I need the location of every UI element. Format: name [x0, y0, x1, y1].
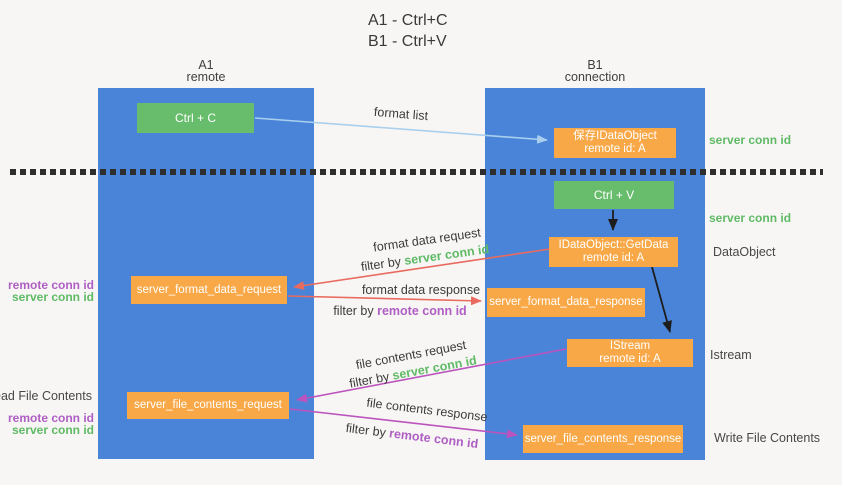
node-server-file-contents-request: server_file_contents_request [127, 392, 289, 419]
lifeline-a1-subtitle: remote [186, 70, 226, 84]
label-write-file-contents: Write File Contents [714, 431, 821, 445]
label-istream: Istream [710, 348, 752, 362]
lifeline-a1-header: A1 remote [98, 58, 314, 84]
label-server-conn-id-left-bottom: server conn id [11, 423, 94, 437]
node-ctrl-v: Ctrl + V [554, 181, 674, 209]
node-save-idataobject-line1: 保存IDataObject [573, 130, 657, 142]
node-save-idataobject: 保存IDataObject remote id: A [554, 128, 676, 158]
lifeline-b1-header: B1 connection [485, 58, 705, 84]
edge-label-format-data-response: format data response [361, 283, 481, 297]
label-remote-conn-id-left-top: remote conn id [7, 278, 94, 292]
lifeline-b1-title: B1 [587, 58, 603, 72]
remote-conn-id-keyword: remote conn id [377, 304, 467, 318]
node-ctrl-v-label: Ctrl + V [593, 187, 635, 202]
node-server-format-data-response: server_format_data_response [487, 288, 645, 317]
title-line-a1: A1 - Ctrl+C [368, 12, 448, 29]
label-dataobject: DataObject [713, 245, 776, 259]
node-format-request-label: server_format_data_request [136, 283, 282, 296]
node-istream-line1: IStream [609, 340, 651, 352]
filter-by-text: filter by [333, 304, 378, 318]
lifeline-a1-title: A1 [198, 58, 214, 72]
node-save-idataobject-line2: remote id: A [584, 143, 646, 155]
node-format-response-label: server_format_data_response [489, 296, 643, 308]
arrow-format-data-request [293, 248, 551, 290]
label-server-conn-id-left-top: server conn id [11, 290, 94, 304]
lifeline-b1-subtitle: connection [564, 70, 626, 84]
diagram-title: A1 - Ctrl+C B1 - Ctrl+V [368, 10, 448, 52]
edge-label-filter-by-remote-conn-id-1: filter by remote conn id [333, 304, 466, 318]
node-ctrl-c: Ctrl + C [137, 103, 254, 133]
node-istream: IStream remote id: A [567, 339, 693, 367]
node-getdata-line1: IDataObject::GetData [558, 239, 669, 251]
arrow-format-list [254, 117, 548, 144]
label-remote-conn-id-left-bottom: remote conn id [7, 411, 94, 425]
dotted-separator-line [10, 169, 823, 175]
node-ctrl-c-label: Ctrl + C [174, 110, 216, 125]
label-server-conn-id-right-mid: server conn id [709, 211, 792, 225]
arrow-getdata-to-istream [651, 266, 672, 333]
node-file-request-label: server_file_contents_request [134, 399, 282, 411]
arrow-format-data-response [287, 295, 482, 306]
title-line-b1: B1 - Ctrl+V [368, 33, 447, 50]
label-server-conn-id-right-top: server conn id [709, 133, 792, 147]
node-server-file-contents-response: server_file_contents_response [523, 425, 683, 453]
node-getdata-line2: remote id: A [582, 252, 645, 264]
label-read-file-contents: Read File Contents [0, 389, 92, 403]
node-istream-line2: remote id: A [599, 353, 661, 365]
node-server-format-data-request: server_format_data_request [131, 276, 287, 304]
node-file-response-label: server_file_contents_response [524, 432, 682, 445]
arrow-file-contents-request [296, 348, 567, 403]
node-idataobject-getdata: IDataObject::GetData remote id: A [549, 237, 678, 267]
arrow-file-contents-response [289, 408, 518, 439]
